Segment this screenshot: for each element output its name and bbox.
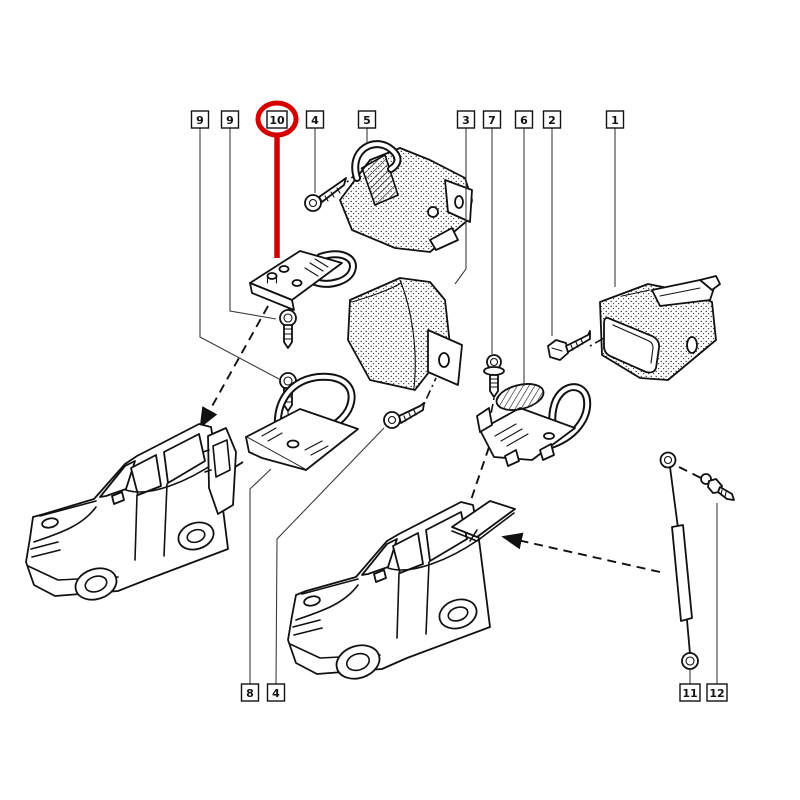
van-front-wheel [74, 567, 118, 601]
van-front-window [392, 532, 424, 574]
dash-line-strut-to-bolt12 [678, 466, 702, 479]
part-10-check-bracket [249, 250, 357, 311]
van-headlight [303, 595, 321, 607]
dash-line-screw7-to-part6 [490, 397, 495, 415]
van-windshield [361, 538, 398, 576]
svg-text:9: 9 [196, 114, 204, 127]
callout-2[interactable]: 2 [542, 110, 562, 129]
van-grille [292, 619, 323, 636]
svg-text:8: 8 [246, 687, 254, 700]
part-3-rubber-buffer [347, 277, 463, 391]
part-1-striker [599, 275, 721, 381]
callout-7[interactable]: 7 [482, 110, 502, 129]
leader-9a [199, 128, 280, 380]
van-front-window [130, 454, 162, 496]
van-left-rear-door-open [25, 423, 237, 601]
leader-3 [454, 128, 467, 285]
van-mirror [373, 569, 387, 583]
dash-line-part10-to-van [199, 305, 269, 429]
leader-9b [229, 128, 277, 320]
dash-line-screw4-to-part3 [423, 377, 437, 405]
van-front-wheel [335, 644, 381, 680]
callout-11[interactable]: 11 [679, 683, 701, 702]
van-mirror [111, 491, 125, 505]
part-11-gas-strut [659, 451, 699, 670]
part-2-hex-bolt [547, 330, 591, 361]
van-windshield [99, 460, 136, 498]
part-9-screw-upper [279, 309, 297, 349]
van-side-window [163, 433, 206, 484]
svg-text:1: 1 [611, 114, 619, 127]
callouts: 9 9 10 4 5 3 7 6 [190, 110, 728, 702]
van-open-rear-door [207, 427, 237, 515]
svg-text:4: 4 [272, 687, 280, 700]
svg-text:2: 2 [548, 114, 556, 127]
part-6-striker-bracket [476, 383, 592, 467]
callout-1[interactable]: 1 [605, 110, 625, 129]
dash-line-strut-to-van [501, 532, 661, 573]
highlight-marker [255, 100, 299, 258]
part-5-lock-assembly [339, 140, 473, 253]
leader-lines [199, 128, 718, 685]
callout-5[interactable]: 5 [357, 110, 377, 129]
part-4-screw-lower [383, 402, 425, 429]
highlight-circle [255, 100, 299, 138]
callout-8[interactable]: 8 [240, 683, 260, 702]
callout-9a[interactable]: 9 [190, 110, 210, 129]
callout-4-bottom[interactable]: 4 [266, 683, 286, 702]
svg-text:10: 10 [269, 114, 285, 127]
svg-text:12: 12 [709, 687, 724, 700]
van-open-tailgate [451, 500, 516, 538]
svg-text:11: 11 [682, 687, 697, 700]
part-8-loop-bracket [245, 372, 359, 471]
svg-text:7: 7 [488, 114, 496, 127]
van-rear-wheel [177, 521, 215, 551]
part-7-washer-screw [483, 354, 505, 398]
van-rear-wheel [438, 598, 478, 630]
part-12-ball-stud [700, 473, 735, 501]
leader-8 [249, 468, 272, 684]
svg-text:4: 4 [311, 114, 319, 127]
svg-text:6: 6 [520, 114, 528, 127]
callout-4-top[interactable]: 4 [305, 110, 325, 129]
callout-9b[interactable]: 9 [220, 110, 240, 129]
callout-12[interactable]: 12 [706, 683, 728, 702]
callout-6[interactable]: 6 [514, 110, 534, 129]
van-headlight [41, 517, 59, 529]
van-center-tailgate-open [287, 500, 516, 680]
svg-text:9: 9 [226, 114, 234, 127]
leader-4-bottom [275, 427, 385, 685]
svg-text:5: 5 [363, 114, 371, 127]
van-grille [30, 541, 61, 558]
part-4-screw-upper [304, 177, 347, 212]
svg-text:3: 3 [462, 114, 470, 127]
callout-3[interactable]: 3 [456, 110, 476, 129]
callout-10-highlighted[interactable]: 10 [266, 110, 288, 129]
